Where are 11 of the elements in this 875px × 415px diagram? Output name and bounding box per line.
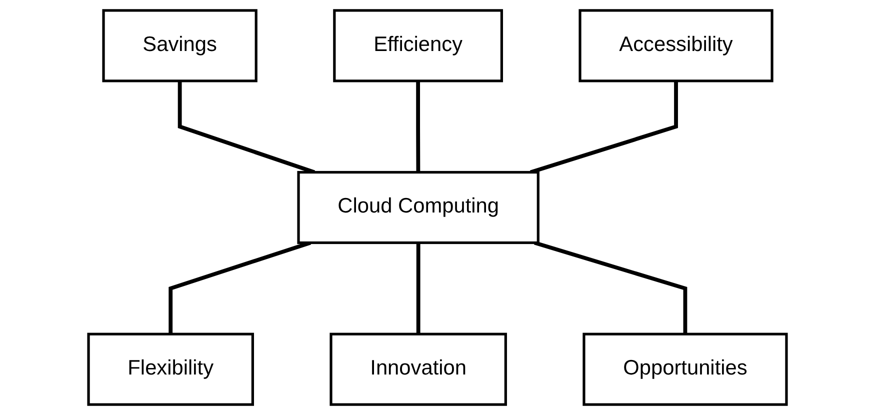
connector [416,242,420,334]
node-box: Efficiency [333,9,503,82]
node-box: Accessibility [578,9,774,82]
node-box: Cloud Computing [297,170,540,244]
node-box: Opportunities [582,332,788,406]
connector [534,240,688,334]
node-box: Flexibility [87,332,254,406]
connector [416,80,420,172]
node-box: Innovation [330,332,507,406]
node-box: Savings [102,9,258,82]
connector [530,80,678,174]
